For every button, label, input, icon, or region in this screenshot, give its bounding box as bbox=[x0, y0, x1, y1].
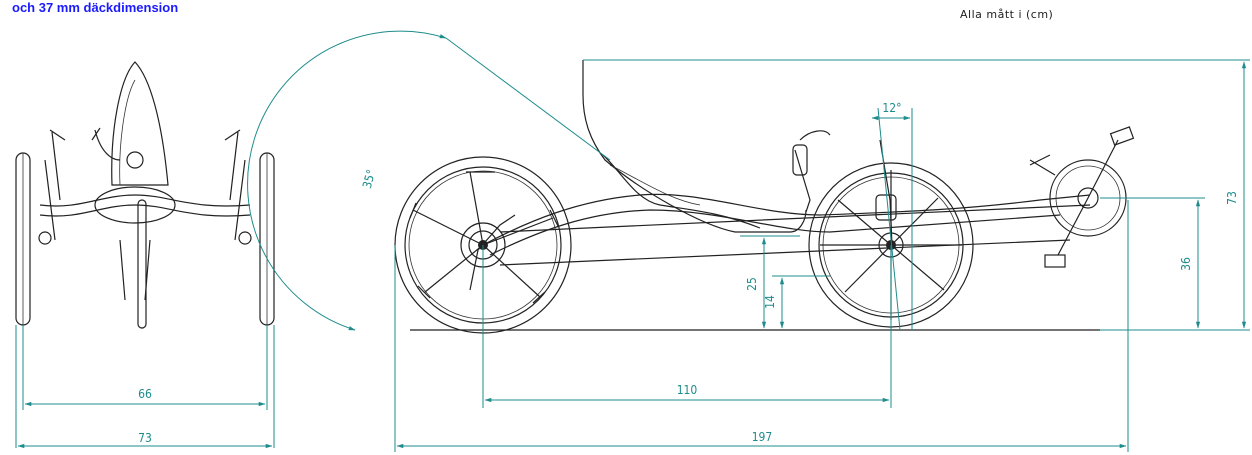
dim-seat-angle: 35° bbox=[360, 168, 378, 190]
units-note: Alla mått i (cm) bbox=[960, 8, 1054, 21]
dim-track-outer: 73 bbox=[138, 431, 152, 445]
dim-ground-clearance: 14 bbox=[763, 295, 777, 309]
front-rear-wheel bbox=[137, 199, 147, 329]
dim-bb-height: 36 bbox=[1179, 257, 1193, 271]
dim-total-height: 73 bbox=[1225, 191, 1239, 205]
dim-total-length: 197 bbox=[752, 430, 773, 444]
front-seat-shell bbox=[111, 61, 169, 186]
main-frame bbox=[482, 193, 1091, 246]
caption-line-2: och 37 mm däckdimension bbox=[12, 0, 179, 15]
dim-wheelbase: 110 bbox=[677, 383, 698, 397]
front-view: 66 73 bbox=[15, 61, 275, 449]
dim-seat-height: 25 bbox=[745, 277, 759, 291]
crankset bbox=[1029, 126, 1135, 268]
side-view: 35° 12° 73 36 25 14 110 197 bbox=[247, 30, 1250, 452]
dim-track-inner: 66 bbox=[138, 387, 152, 401]
seat-shell bbox=[582, 60, 807, 233]
handlebar bbox=[794, 130, 831, 213]
dim-steer-angle: 12° bbox=[882, 101, 901, 115]
seat-angle-arc bbox=[247, 30, 447, 331]
front-frame bbox=[39, 194, 251, 207]
